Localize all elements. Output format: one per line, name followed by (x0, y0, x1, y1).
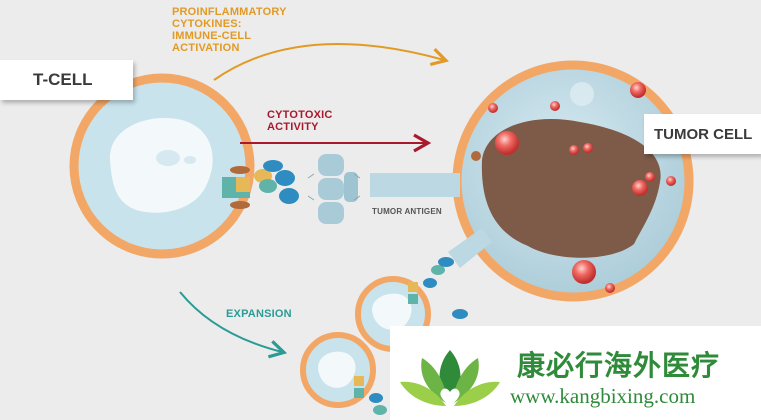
t-cell-label: T-CELL (0, 60, 133, 100)
t-cell (69, 73, 255, 259)
proinflammatory-arrow (213, 43, 450, 81)
granule (550, 101, 560, 111)
cytotoxic-line-2: ACTIVITY (267, 121, 319, 133)
granule (488, 103, 498, 113)
tumor-antigen-label: TUMOR ANTIGEN (372, 207, 442, 216)
proinflammatory-line-2: CYTOKINES: (172, 18, 242, 30)
granule (572, 260, 596, 284)
expanding-t-cell (300, 332, 387, 415)
expansion-label: EXPANSION (226, 308, 292, 320)
proinflammatory-line-3: IMMUNE-CELL (172, 30, 252, 42)
granule (495, 131, 519, 155)
watermark-url: www.kangbixing.com (510, 384, 696, 408)
tumor-cell (452, 60, 694, 302)
lotus-heart-icon (400, 350, 500, 406)
granule (630, 82, 646, 98)
antigen-stalk (370, 173, 460, 197)
cytotoxic-label: CYTOTOXIC ACTIVITY (267, 109, 333, 133)
proinflammatory-line-1: PROINFLAMMATORY (172, 6, 287, 18)
granule (583, 143, 593, 153)
expansion-arrow (179, 291, 288, 359)
t-cell-nucleus (109, 117, 213, 213)
proinflammatory-label: PROINFLAMMATORY CYTOKINES: IMMUNE-CELL A… (172, 6, 287, 54)
proinflammatory-line-4: ACTIVATION (172, 42, 240, 54)
granule (645, 172, 655, 182)
tumor-nucleus (481, 119, 661, 258)
tumor-cell-label: TUMOR CELL (644, 114, 761, 154)
granule (666, 176, 676, 186)
cytotoxic-line-1: CYTOTOXIC (267, 109, 333, 121)
car-receptor (222, 160, 299, 209)
granule (605, 283, 615, 293)
watermark: 康必行海外医疗 www.kangbixing.com (390, 326, 761, 420)
granule (632, 180, 648, 196)
granule (569, 145, 579, 155)
watermark-text: 康必行海外医疗 (517, 349, 721, 382)
tumor-antigen-complex (307, 154, 361, 224)
antigen-stalk-lower (448, 228, 492, 268)
